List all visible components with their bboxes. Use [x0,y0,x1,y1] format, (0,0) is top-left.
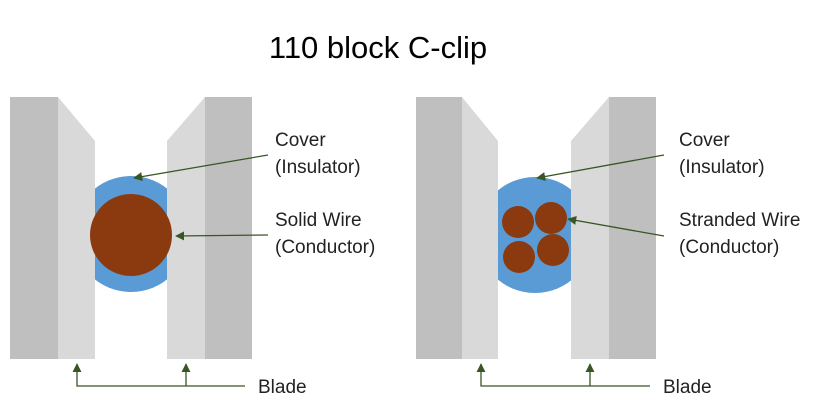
left-panel: Cover (Insulator) Solid Wire (Conductor)… [10,97,375,398]
right-cover-label: Cover [679,130,730,151]
right-panel: Cover (Insulator) Stranded Wire (Conduct… [416,97,800,398]
stranded-wire-leader [567,215,665,237]
left-conductor-label: (Conductor) [275,237,375,258]
right-blade-leader [476,363,650,387]
solid-wire-label: Solid Wire [275,210,362,231]
left-blade-leader [72,363,245,387]
right-conductor-label: (Conductor) [679,237,779,258]
diagram-title: 110 block C-clip [269,30,487,65]
left-blade-right-dark [205,97,252,359]
solid-wire-conductor [90,194,172,276]
right-blade-right-light [571,97,609,359]
right-blade-left-dark [416,97,462,359]
strand-conductor [537,234,569,266]
right-insulator-label: (Insulator) [679,157,765,178]
left-blade-label: Blade [258,377,307,398]
left-blade-left-light [58,97,95,359]
left-blade-left-dark [10,97,58,359]
left-cover-leader [133,154,269,182]
left-blade-right-light [167,97,205,359]
left-insulator-label: (Insulator) [275,157,361,178]
left-cover-label: Cover [275,130,326,151]
strand-conductor [535,202,567,234]
right-cover-leader [536,154,665,182]
strand-conductor [502,206,534,238]
right-blade-label: Blade [663,377,712,398]
right-blade-left-light [462,97,498,359]
strand-conductor [503,241,535,273]
solid-wire-leader [175,231,269,241]
stranded-wire-label: Stranded Wire [679,210,800,231]
